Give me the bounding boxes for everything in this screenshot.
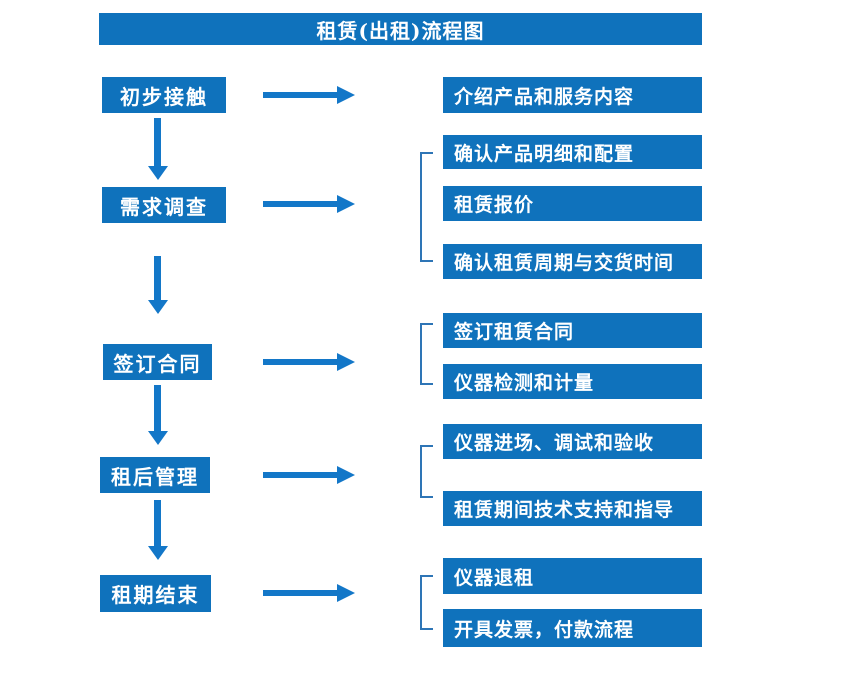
- step-box-post-rental-management: 租后管理: [100, 457, 210, 493]
- detail-box-instrument-return: 仪器退租: [443, 558, 702, 594]
- group-bracket-demand-survey: [420, 152, 433, 262]
- step-box-demand-survey: 需求调查: [102, 187, 226, 223]
- detail-label: 确认产品明细和配置: [454, 142, 635, 165]
- group-bracket-sign-contract: [420, 323, 433, 385]
- step-box-sign-contract: 签订合同: [103, 344, 212, 380]
- detail-box-invoice-payment: 开具发票，付款流程: [443, 609, 702, 647]
- detail-label: 租赁期间技术支持和指导: [454, 499, 675, 521]
- detail-label: 开具发票，付款流程: [454, 618, 635, 641]
- step-label: 初步接触: [120, 84, 208, 109]
- step-label: 需求调查: [120, 194, 208, 219]
- group-bracket-rental-end: [420, 575, 433, 630]
- detail-box-technical-support: 租赁期间技术支持和指导: [443, 491, 702, 526]
- step-label: 签订合同: [113, 351, 202, 376]
- page-title: 租赁(出租)流程图: [316, 18, 485, 43]
- detail-label: 租赁报价: [454, 194, 535, 216]
- detail-label: 仪器检测和计量: [454, 372, 595, 394]
- detail-label: 确认租赁周期与交货时间: [454, 252, 675, 274]
- step-label: 租后管理: [111, 464, 199, 489]
- detail-label: 签订租赁合同: [454, 321, 575, 343]
- detail-box-instrument-entry-acceptance: 仪器进场、调试和验收: [443, 424, 702, 459]
- step-box-rental-end: 租期结束: [100, 575, 211, 612]
- step-label: 租期结束: [111, 583, 200, 607]
- step-box-initial-contact: 初步接触: [102, 77, 226, 113]
- detail-box-sign-rental-contract: 签订租赁合同: [443, 313, 702, 348]
- group-bracket-post-rental: [420, 445, 433, 498]
- detail-box-confirm-rental-period: 确认租赁周期与交货时间: [443, 244, 702, 279]
- detail-box-introduce-products: 介绍产品和服务内容: [443, 77, 702, 113]
- detail-label: 仪器进场、调试和验收: [454, 432, 655, 454]
- title-bar: 租赁(出租)流程图: [99, 13, 702, 45]
- detail-box-confirm-product-details: 确认产品明细和配置: [443, 135, 702, 169]
- detail-label: 介绍产品和服务内容: [454, 85, 635, 108]
- detail-box-instrument-testing: 仪器检测和计量: [443, 364, 702, 399]
- detail-label: 仪器退租: [454, 566, 535, 589]
- detail-box-rental-quote: 租赁报价: [443, 186, 702, 221]
